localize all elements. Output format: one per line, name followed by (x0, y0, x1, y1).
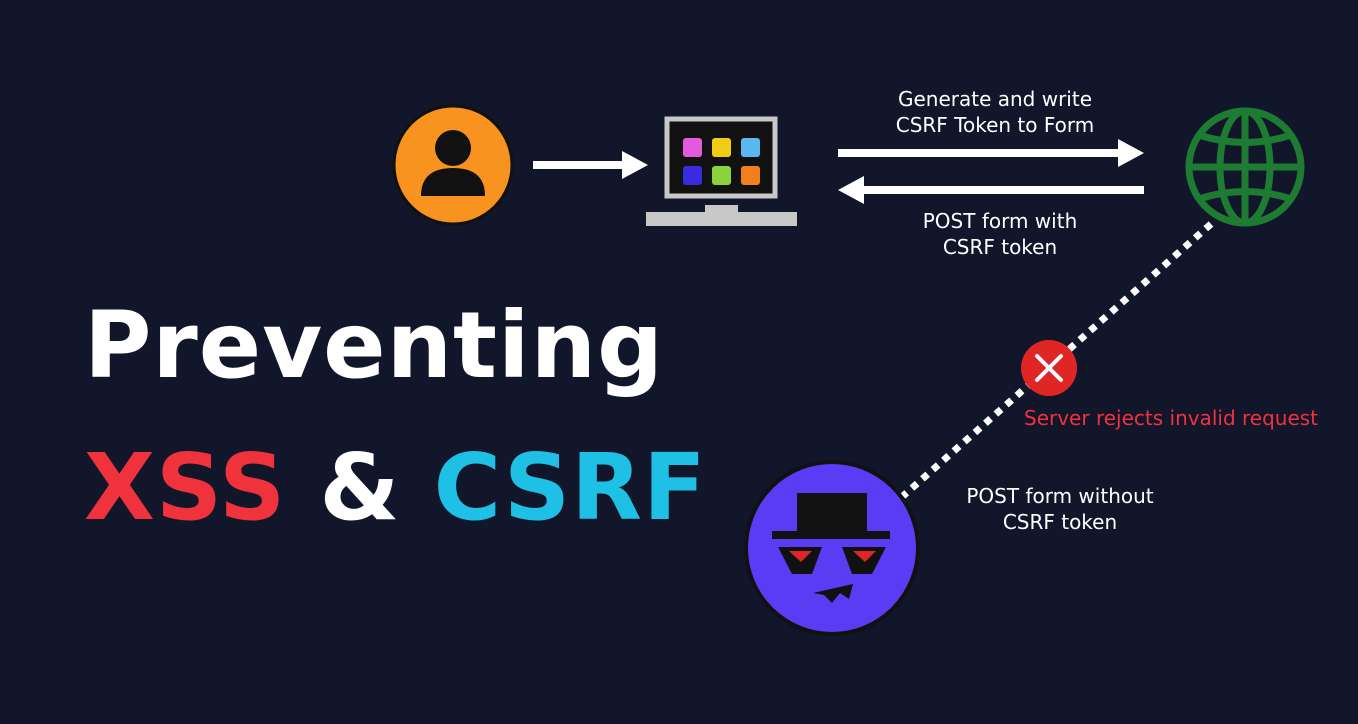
hacker-icon (744, 460, 920, 636)
label-post-with-token: POST form with CSRF token (880, 208, 1120, 260)
label-post-with-line1: POST form with (922, 209, 1078, 233)
attack-path-dotted-line (900, 221, 1214, 499)
label-generate-token: Generate and write CSRF Token to Form (860, 86, 1130, 138)
label-post-without-line1: POST form without (966, 484, 1154, 508)
label-post-with-line2: CSRF token (942, 235, 1058, 259)
label-generate-line1: Generate and write (897, 87, 1093, 111)
arrow-server-to-laptop (838, 176, 1144, 204)
arrow-laptop-to-server (838, 139, 1144, 167)
user-icon (392, 104, 514, 226)
label-generate-line2: CSRF Token to Form (895, 113, 1095, 137)
globe-icon (1185, 107, 1305, 227)
laptop-icon (646, 116, 797, 226)
title-xss: XSS (84, 434, 287, 541)
label-post-without-token: POST form without CSRF token (940, 483, 1180, 535)
title-xss-csrf: XSS & CSRF (84, 442, 707, 534)
label-server-rejects: Server rejects invalid request (1024, 406, 1319, 430)
title-csrf: CSRF (433, 434, 707, 541)
title-preventing: Preventing (84, 292, 664, 399)
reject-x-icon (1021, 340, 1077, 396)
arrow-user-to-laptop (533, 151, 648, 179)
title-ampersand: & (319, 434, 401, 541)
label-post-without-line2: CSRF token (1002, 510, 1118, 534)
